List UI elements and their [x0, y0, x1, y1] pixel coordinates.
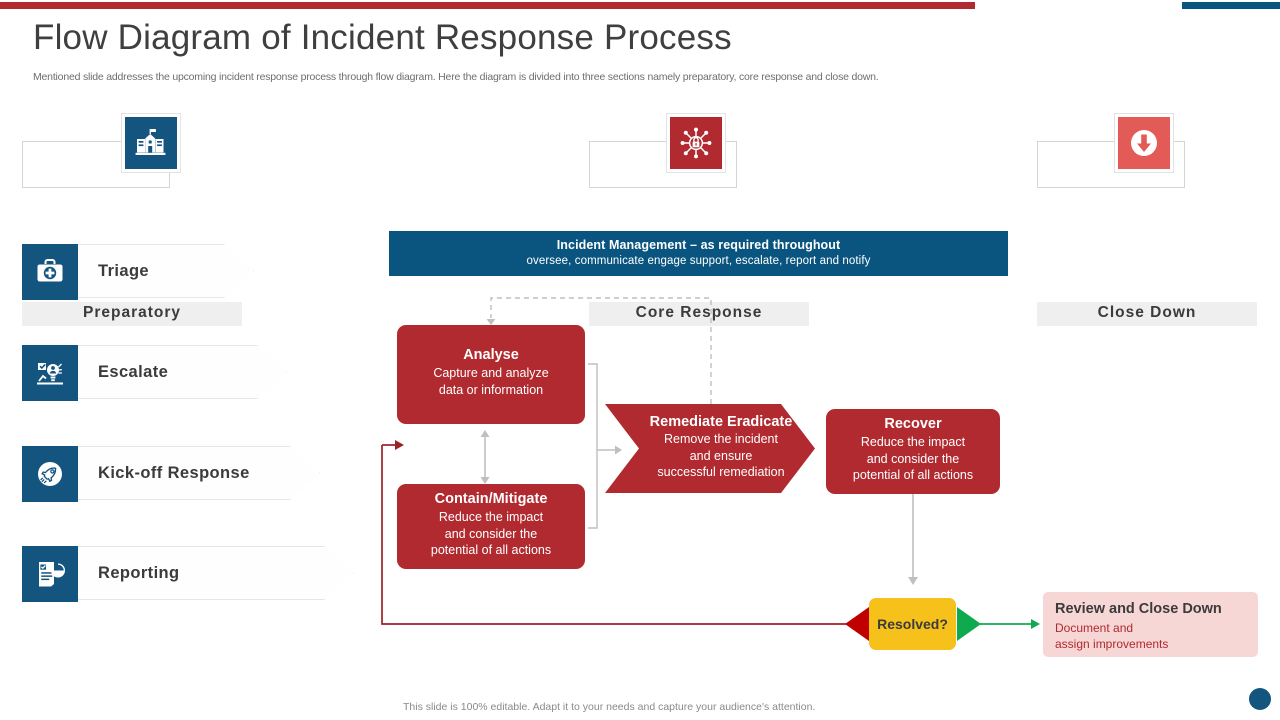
- section-preparatory-label: Preparatory: [82, 304, 181, 321]
- section-close-down-label: Close Down: [1097, 304, 1197, 321]
- escalate-person-icon: [22, 345, 78, 401]
- report-chart-icon: [22, 546, 78, 602]
- step-escalate[interactable]: Escalate: [22, 345, 287, 401]
- process-recover-title: Recover: [884, 416, 942, 432]
- top-accent-bar: [0, 0, 1280, 9]
- review-close-down-desc: Document and assign improvements: [1055, 621, 1169, 651]
- arrowhead-up: [480, 430, 490, 437]
- rocket-icon: [22, 446, 78, 502]
- step-kickoff-response-label: Kick-off Response: [98, 463, 250, 482]
- section-core-response-label: Core Response: [635, 304, 763, 321]
- section-close-down-bar: [1037, 302, 1257, 326]
- bracket-connector: [588, 363, 598, 529]
- decision-resolved-label: Resolved?: [877, 616, 948, 632]
- not-resolved-loop-arrowhead: [395, 440, 404, 450]
- step-escalate-label: Escalate: [98, 362, 169, 381]
- banner-line-1: Incident Management – as required throug…: [556, 238, 841, 252]
- review-close-down-title: Review and Close Down: [1055, 601, 1222, 617]
- arrowhead-down: [480, 477, 490, 484]
- process-analyse-desc: Capture and analyze data or information: [433, 366, 549, 397]
- process-contain-title: Contain/Mitigate: [434, 491, 548, 507]
- process-recover[interactable]: Recover Reduce the impact and consider t…: [826, 409, 1000, 494]
- section-preparatory-bar: [22, 302, 242, 326]
- process-analyse[interactable]: Analyse Capture and analyze data or info…: [397, 325, 585, 424]
- step-reporting-label: Reporting: [98, 563, 180, 582]
- page-subtitle: Mentioned slide addresses the upcoming i…: [33, 71, 879, 83]
- process-analyse-title: Analyse: [463, 347, 519, 363]
- chip-lock-icon: [666, 113, 726, 173]
- banner-line-2: oversee, communicate engage support, esc…: [526, 255, 871, 267]
- resolved-arrow-marker: [957, 607, 981, 641]
- step-triage[interactable]: Triage: [22, 244, 254, 300]
- page-title: Flow Diagram of Incident Response Proces…: [33, 18, 732, 57]
- incident-management-banner: Incident Management – as required throug…: [389, 231, 1008, 276]
- top-accent-blue: [1182, 2, 1280, 9]
- recover-to-resolved-arrowhead: [908, 577, 918, 585]
- step-kickoff-response[interactable]: Kick-off Response: [22, 446, 320, 502]
- institution-icon: [121, 113, 181, 173]
- not-resolved-arrow-marker: [845, 607, 869, 641]
- process-remediate-title: Remediate Eradicate: [649, 414, 793, 430]
- process-contain-mitigate[interactable]: Contain/Mitigate Reduce the impact and c…: [397, 484, 585, 569]
- review-close-down-box[interactable]: Review and Close Down Document and assig…: [1043, 592, 1258, 657]
- decision-resolved[interactable]: Resolved?: [869, 598, 956, 650]
- step-triage-label: Triage: [98, 261, 150, 280]
- process-recover-desc: Reduce the impact and consider the poten…: [852, 435, 974, 482]
- first-aid-kit-icon: [22, 244, 78, 300]
- resolved-to-review-arrowhead: [1031, 619, 1040, 629]
- bracket-to-remediate-arrowhead: [615, 445, 622, 455]
- corner-dot: [1249, 688, 1271, 710]
- process-remediate-desc: Remove the incident and ensure successfu…: [657, 432, 785, 479]
- top-accent-red: [0, 2, 975, 9]
- step-reporting[interactable]: Reporting: [22, 546, 354, 602]
- process-contain-desc: Reduce the impact and consider the poten…: [430, 510, 552, 557]
- down-arrow-circle-icon: [1114, 113, 1174, 173]
- footer-note: This slide is 100% editable. Adapt it to…: [403, 701, 816, 713]
- process-remediate-eradicate[interactable]: Remediate Eradicate Remove the incident …: [605, 404, 815, 493]
